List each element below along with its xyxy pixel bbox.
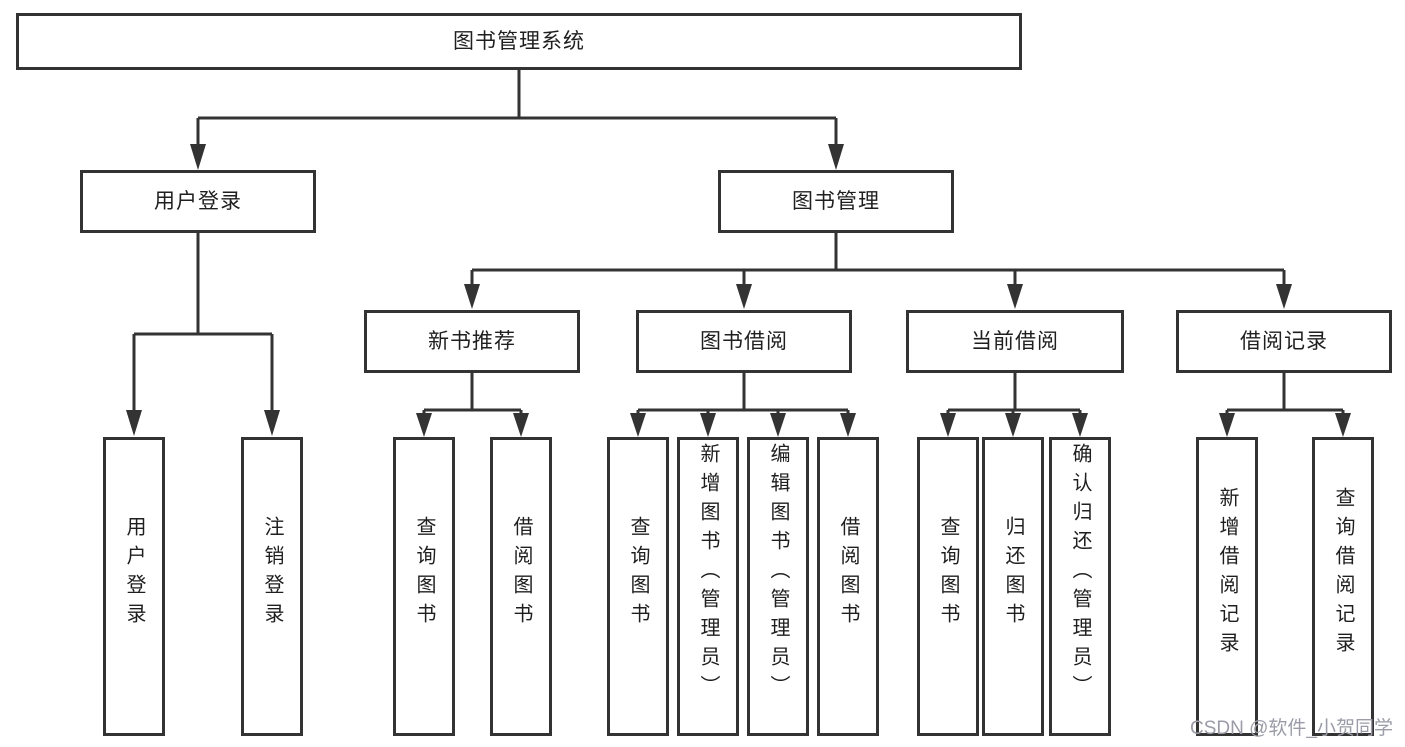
- arrow-icon: [1072, 413, 1088, 437]
- leaf-add-borrow-record-label: 新增借阅记录: [1216, 486, 1238, 661]
- arrow-icon: [126, 410, 142, 436]
- arrow-icon: [840, 413, 856, 437]
- leaf-return-book: 归还图书: [982, 437, 1044, 736]
- arrow-icon: [264, 410, 280, 436]
- node-user-login: 用户登录: [80, 170, 316, 233]
- arrow-icon: [940, 413, 956, 437]
- node-user-login-label: 用户登录: [154, 190, 242, 213]
- leaf-edit-book-admin-label: 编辑图书（管理员）: [767, 443, 789, 704]
- leaf-logout: 注销登录: [241, 437, 303, 736]
- arrow-icon: [736, 284, 752, 309]
- leaf-query-books-recommend-label: 查询图书: [413, 515, 435, 632]
- arrow-icon: [630, 413, 646, 437]
- arrow-icon: [464, 284, 480, 309]
- leaf-borrow-books-borrowing: 借阅图书: [817, 437, 879, 736]
- leaf-confirm-return-admin: 确认归还（管理员）: [1049, 437, 1111, 736]
- node-book-borrowing: 图书借阅: [636, 310, 852, 373]
- arrow-icon: [1219, 413, 1235, 437]
- leaf-query-books-recommend: 查询图书: [393, 437, 455, 736]
- node-borrowing-records: 借阅记录: [1176, 310, 1392, 373]
- leaf-user-login-label: 用户登录: [123, 515, 145, 632]
- node-current-borrowing-label: 当前借阅: [971, 330, 1059, 353]
- node-root: 图书管理系统: [16, 13, 1022, 70]
- node-book-management-label: 图书管理: [792, 190, 880, 213]
- node-new-book-recommend-label: 新书推荐: [428, 330, 516, 353]
- arrow-icon: [1005, 413, 1021, 437]
- arrow-icon: [1276, 284, 1292, 309]
- leaf-logout-label: 注销登录: [261, 515, 283, 632]
- node-book-management: 图书管理: [718, 170, 954, 233]
- leaf-add-book-admin: 新增图书（管理员）: [677, 437, 739, 736]
- leaf-borrow-books-borrowing-label: 借阅图书: [837, 515, 859, 632]
- node-current-borrowing: 当前借阅: [906, 310, 1124, 373]
- leaf-query-books-current: 查询图书: [917, 437, 979, 736]
- arrow-icon: [1335, 413, 1351, 437]
- leaf-borrow-books-recommend-label: 借阅图书: [510, 515, 532, 632]
- leaf-query-books-borrowing: 查询图书: [607, 437, 669, 736]
- leaf-return-book-label: 归还图书: [1002, 515, 1024, 632]
- arrow-icon: [1007, 284, 1023, 309]
- arrow-icon: [770, 413, 786, 437]
- arrow-icon: [416, 413, 432, 437]
- node-book-borrowing-label: 图书借阅: [700, 330, 788, 353]
- leaf-query-borrow-record-label: 查询借阅记录: [1332, 486, 1354, 661]
- leaf-user-login: 用户登录: [103, 437, 165, 736]
- leaf-edit-book-admin: 编辑图书（管理员）: [747, 437, 809, 736]
- arrow-icon: [700, 413, 716, 437]
- leaf-query-books-borrowing-label: 查询图书: [627, 515, 649, 632]
- arrow-icon: [513, 413, 529, 437]
- leaf-borrow-books-recommend: 借阅图书: [490, 437, 552, 736]
- csdn-watermark: CSDN @软件_小贺同学: [1190, 718, 1393, 739]
- leaf-query-books-current-label: 查询图书: [937, 515, 959, 632]
- leaf-add-book-admin-label: 新增图书（管理员）: [697, 443, 719, 704]
- leaf-query-borrow-record: 查询借阅记录: [1312, 437, 1374, 736]
- leaf-add-borrow-record: 新增借阅记录: [1196, 437, 1258, 736]
- node-borrowing-records-label: 借阅记录: [1240, 330, 1328, 353]
- node-new-book-recommend: 新书推荐: [364, 310, 580, 373]
- arrow-icon: [828, 144, 844, 170]
- leaf-confirm-return-admin-label: 确认归还（管理员）: [1069, 443, 1091, 704]
- arrow-icon: [190, 144, 206, 170]
- node-root-label: 图书管理系统: [453, 30, 585, 53]
